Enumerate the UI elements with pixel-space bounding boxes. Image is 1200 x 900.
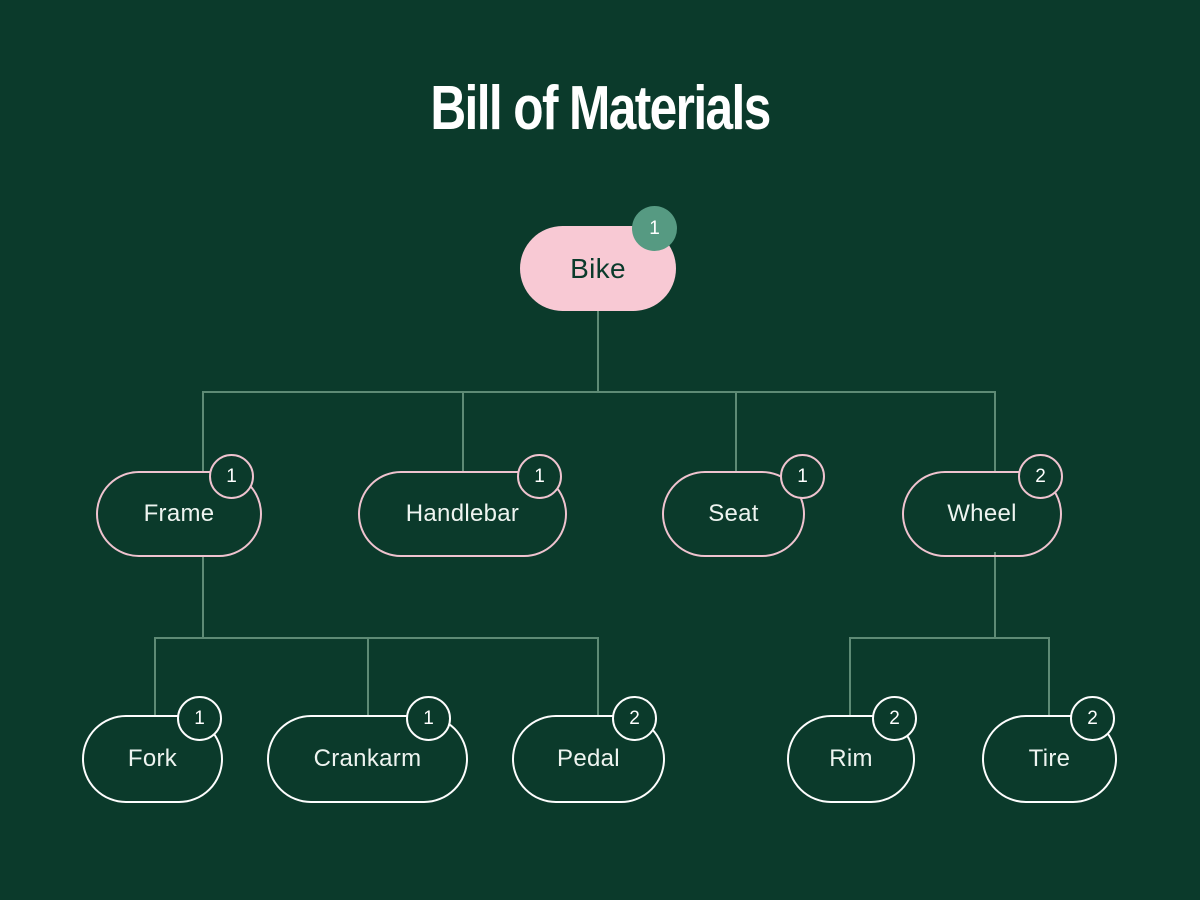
node-seat-qty: 1: [797, 465, 808, 487]
node-wheel-qty: 2: [1035, 465, 1046, 487]
node-tire-pill: Tire: [982, 715, 1117, 803]
node-pedal-qty-badge: 2: [612, 696, 657, 741]
node-wheel-label: Wheel: [947, 500, 1017, 527]
connector-frame-down: [202, 556, 204, 638]
connector-tire-drop: [1048, 637, 1050, 715]
node-tire-label: Tire: [1028, 745, 1071, 772]
node-handlebar-qty-badge: 1: [517, 454, 562, 499]
node-handlebar-pill: Handlebar: [358, 471, 567, 557]
connector-rim-drop: [849, 637, 851, 715]
connector-frame-children-rail: [154, 637, 599, 639]
node-seat-pill: Seat: [662, 471, 805, 557]
node-rim-qty: 2: [889, 707, 900, 729]
node-fork-label: Fork: [127, 745, 178, 772]
node-rim-pill: Rim: [787, 715, 915, 803]
node-crankarm-pill: Crankarm: [267, 715, 468, 803]
node-handlebar-label: Handlebar: [405, 500, 520, 527]
connector-fork-drop: [154, 637, 156, 715]
node-crankarm-label: Crankarm: [313, 745, 422, 772]
node-pedal-label: Pedal: [557, 745, 620, 772]
connector-crankarm-drop: [367, 637, 369, 715]
node-rim-qty-badge: 2: [872, 696, 917, 741]
page-title: Bill of Materials: [430, 74, 771, 143]
node-crankarm-qty-badge: 1: [406, 696, 451, 741]
node-frame-qty: 1: [226, 465, 237, 487]
node-wheel-qty-badge: 2: [1018, 454, 1063, 499]
node-fork-qty: 1: [194, 707, 205, 729]
node-frame-label: Frame: [143, 500, 215, 527]
node-pedal-qty: 2: [629, 707, 640, 729]
connector-seat-drop: [735, 391, 737, 472]
connector-pedal-drop: [597, 637, 599, 715]
node-bike-label: Bike: [570, 252, 626, 284]
node-seat-label: Seat: [708, 500, 759, 527]
node-crankarm-qty: 1: [423, 707, 434, 729]
node-wheel-pill: Wheel: [902, 471, 1062, 557]
node-tire-qty: 2: [1087, 707, 1098, 729]
node-handlebar-qty: 1: [534, 465, 545, 487]
node-seat-qty-badge: 1: [780, 454, 825, 499]
node-frame-qty-badge: 1: [209, 454, 254, 499]
connector-bike-down: [597, 311, 599, 392]
node-tire-qty-badge: 2: [1070, 696, 1115, 741]
connector-wheel-drop: [994, 391, 996, 472]
connector-wheel-down: [994, 552, 996, 638]
connector-handlebar-drop: [462, 391, 464, 472]
node-pedal-pill: Pedal: [512, 715, 665, 803]
node-bike-qty: 1: [649, 217, 660, 239]
connector-wheel-children-rail: [849, 637, 1050, 639]
node-bike-qty-badge: 1: [632, 206, 677, 251]
connector-frame-drop: [202, 391, 204, 472]
node-frame-pill: Frame: [96, 471, 262, 557]
connector-level2-rail: [202, 391, 996, 393]
node-rim-label: Rim: [829, 745, 873, 772]
node-fork-pill: Fork: [82, 715, 223, 803]
node-fork-qty-badge: 1: [177, 696, 222, 741]
